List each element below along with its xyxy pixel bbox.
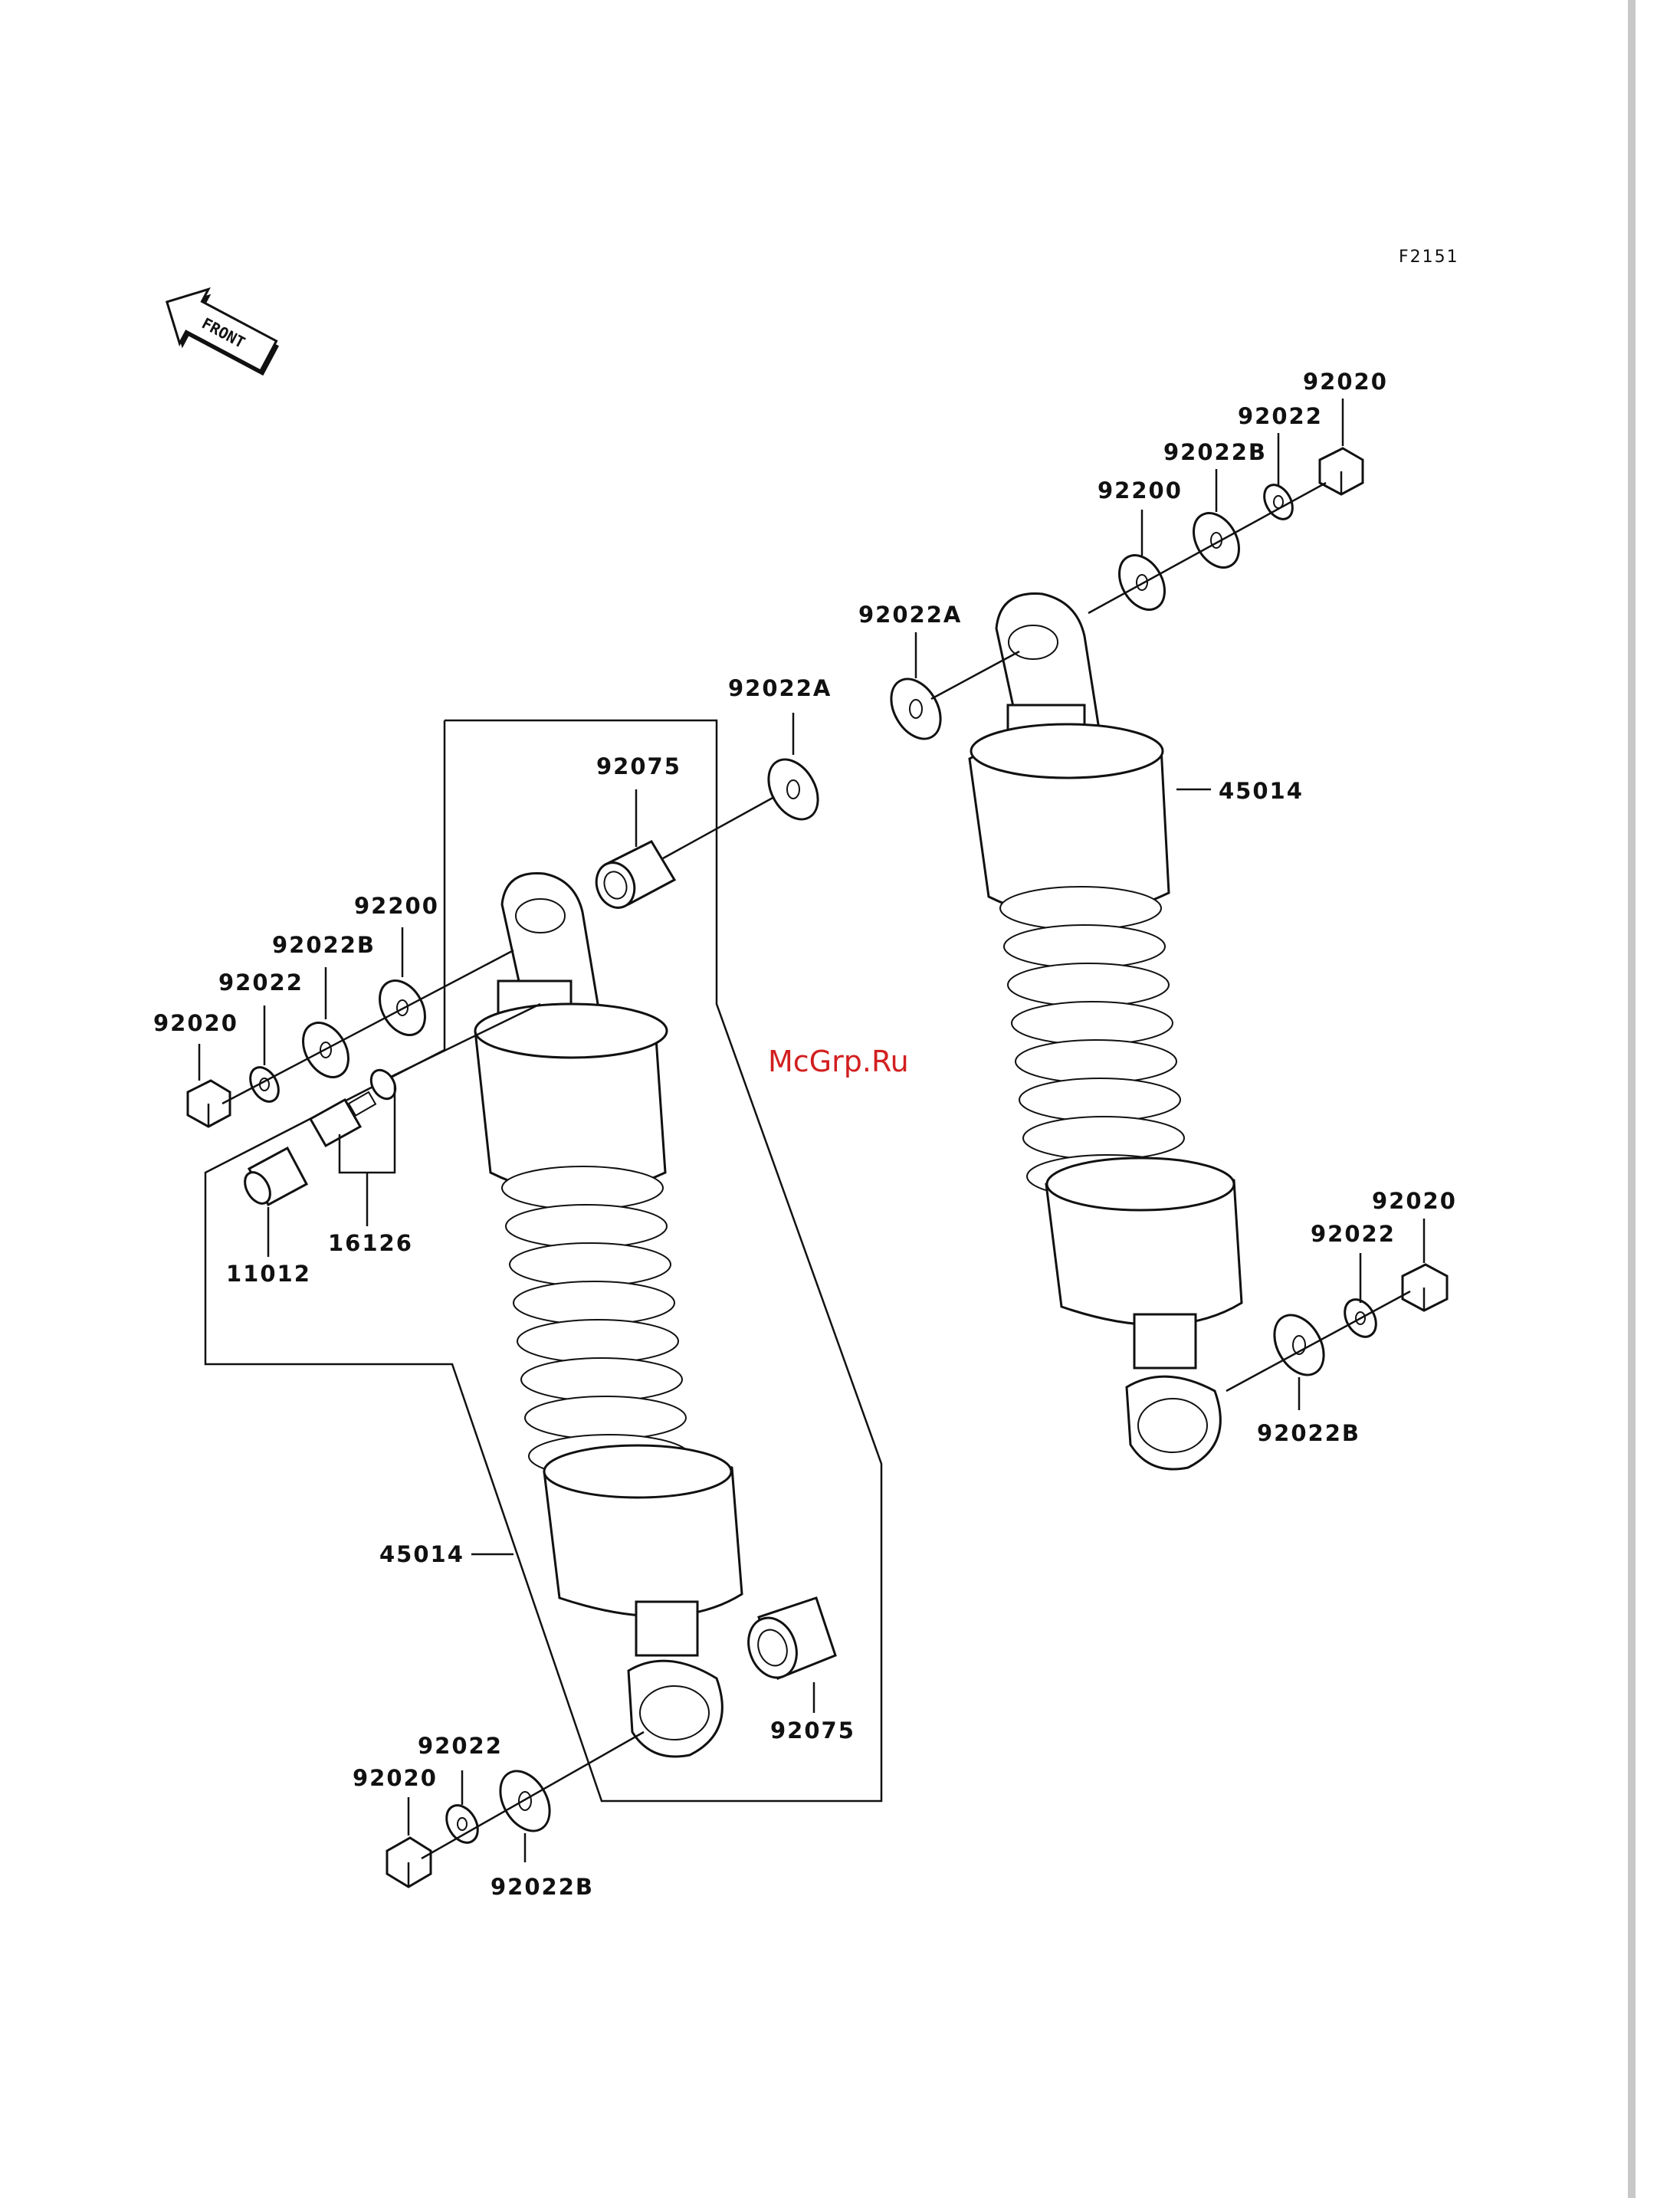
left-washer-92022 <box>244 1062 284 1107</box>
right-nut-icon <box>1320 448 1363 494</box>
label-right-92020-bottom: 92020 <box>1372 1188 1457 1214</box>
label-right-92200: 92200 <box>1098 477 1183 504</box>
left-bottom-washer-b <box>491 1763 559 1840</box>
label-right-92022a: 92022A <box>858 602 962 628</box>
left-shock-absorber <box>475 874 742 1757</box>
left-bottom-nut-icon <box>387 1838 431 1887</box>
left-valve-cap <box>240 1148 307 1208</box>
label-right-92022b-top: 92022B <box>1163 439 1267 465</box>
left-valve <box>310 1066 400 1146</box>
right-washer-92200 <box>1110 547 1173 618</box>
left-collar-washer <box>759 751 828 828</box>
right-bottom-washer-b <box>1265 1307 1334 1384</box>
label-right-92022b-bottom: 92022B <box>1257 1420 1360 1446</box>
label-left-11012: 11012 <box>226 1261 311 1287</box>
right-washer-92022b <box>1184 505 1248 576</box>
left-bottom-washer <box>440 1799 484 1848</box>
label-right-92022-bottom: 92022 <box>1311 1221 1396 1247</box>
label-left-92075-bottom: 92075 <box>770 1717 855 1744</box>
front-arrow-icon: FRONT <box>151 275 287 388</box>
left-bottom-bushing <box>740 1598 835 1685</box>
label-left-92022: 92022 <box>218 969 304 996</box>
left-top-bushing <box>590 841 674 913</box>
right-shock-absorber <box>970 594 1242 1469</box>
label-left-16126: 16126 <box>328 1230 413 1256</box>
label-right-92022-top: 92022 <box>1238 403 1323 429</box>
label-left-92200: 92200 <box>354 893 439 919</box>
right-bottom-nut-icon <box>1403 1265 1447 1311</box>
label-left-45014: 45014 <box>379 1541 464 1567</box>
label-right-45014: 45014 <box>1219 778 1304 804</box>
watermark: McGrp.Ru <box>768 1045 909 1078</box>
label-left-92075-top: 92075 <box>596 753 681 779</box>
label-left-bottom-92022: 92022 <box>418 1733 503 1759</box>
label-left-92020: 92020 <box>153 1010 238 1036</box>
label-right-92020-top: 92020 <box>1303 369 1388 395</box>
label-left-92022b: 92022B <box>272 932 376 958</box>
label-left-bottom-92022b: 92022B <box>491 1874 594 1900</box>
figure-code: F2151 <box>1399 248 1459 267</box>
right-collar-washer <box>881 671 950 748</box>
label-left-92022a: 92022A <box>728 675 832 701</box>
label-left-bottom-92020: 92020 <box>353 1765 438 1791</box>
